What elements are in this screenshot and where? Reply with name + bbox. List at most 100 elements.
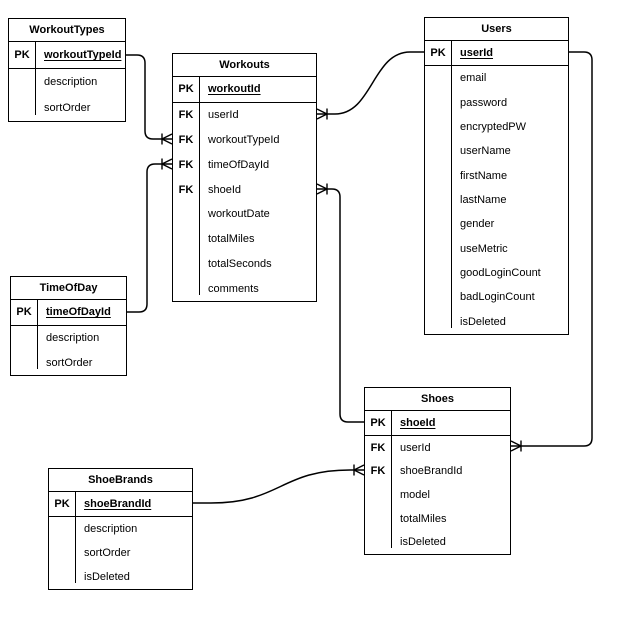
crow-foot-many-marker	[316, 108, 328, 120]
key-label: FK	[178, 133, 194, 146]
field-name: totalSeconds	[208, 257, 272, 270]
field-name: useMetric	[460, 242, 508, 255]
field-row-gender[interactable]: gender	[425, 212, 568, 236]
field-name: workoutDate	[208, 208, 270, 221]
field-name: sortOrder	[44, 102, 91, 114]
key-label: PK	[370, 416, 386, 429]
field-row-shoeId[interactable]: FK shoeId	[173, 177, 316, 202]
field-row-totalMiles[interactable]: totalMiles	[173, 227, 316, 252]
field-row-firstName[interactable]: firstName	[425, 164, 568, 188]
field-row-totalMiles[interactable]: totalMiles	[365, 507, 510, 531]
entity-title: Workouts	[173, 54, 316, 77]
field-row-workoutTypeId[interactable]: PK workoutTypeId	[9, 42, 125, 69]
field-row-sortOrder[interactable]: sortOrder	[11, 350, 126, 375]
key-label: FK	[370, 465, 386, 478]
field-row-shoeId[interactable]: PK shoeId	[365, 411, 510, 436]
field-row-totalSeconds[interactable]: totalSeconds	[173, 251, 316, 276]
key-column-divider	[199, 77, 200, 295]
field-name: timeOfDayId	[46, 306, 111, 319]
field-name: shoeId	[208, 183, 242, 196]
key-column-divider	[35, 42, 36, 115]
field-name: userId	[400, 441, 431, 454]
field-row-description[interactable]: description	[11, 326, 126, 351]
field-name: password	[460, 96, 508, 109]
relationship-shoes-workouts[interactable]	[317, 188, 364, 423]
field-name: userId	[208, 109, 239, 122]
field-row-description[interactable]: description	[9, 69, 125, 95]
field-row-useMetric[interactable]: useMetric	[425, 237, 568, 261]
field-row-sortOrder[interactable]: sortOrder	[49, 541, 192, 565]
field-row-lastName[interactable]: lastName	[425, 188, 568, 212]
field-name: gender	[460, 218, 495, 231]
field-row-description[interactable]: description	[49, 517, 192, 541]
key-label: FK	[178, 183, 194, 196]
field-name: model	[400, 488, 430, 501]
crow-foot-many-marker	[353, 464, 365, 476]
field-name: sortOrder	[46, 356, 93, 369]
field-row-workoutDate[interactable]: workoutDate	[173, 202, 316, 227]
field-name: shoeBrandId	[400, 465, 463, 478]
field-row-password[interactable]: password	[425, 91, 568, 115]
field-row-isDeleted[interactable]: isDeleted	[425, 310, 568, 334]
key-label: PK	[14, 49, 30, 61]
field-row-isDeleted[interactable]: isDeleted	[49, 565, 192, 589]
entity-title: Users	[425, 18, 568, 41]
entity-title: TimeOfDay	[11, 277, 126, 300]
key-label: PK	[178, 83, 194, 96]
entity-title: ShoeBrands	[49, 469, 192, 492]
field-name: sortOrder	[84, 547, 131, 559]
entity-title: WorkoutTypes	[9, 19, 125, 42]
field-name: shoeId	[400, 416, 436, 429]
key-label: FK	[178, 109, 194, 122]
field-name: userId	[460, 47, 494, 60]
relationship-timeofday-workouts[interactable]	[127, 163, 172, 313]
field-name: lastName	[460, 194, 507, 207]
field-row-encryptedPW[interactable]: encryptedPW	[425, 115, 568, 139]
field-name: encryptedPW	[460, 121, 527, 134]
field-name: badLoginCount	[460, 291, 535, 304]
field-name: workoutTypeId	[44, 49, 122, 61]
field-row-userId[interactable]: FK userId	[173, 103, 316, 128]
field-row-model[interactable]: model	[365, 483, 510, 507]
crow-foot-many-marker	[161, 158, 173, 170]
field-row-goodLoginCount[interactable]: goodLoginCount	[425, 261, 568, 285]
relationship-workouttypes-workouts[interactable]	[126, 54, 172, 140]
field-row-isDeleted[interactable]: isDeleted	[365, 530, 510, 554]
relationship-shoebrands-shoes[interactable]	[193, 469, 364, 504]
field-name: description	[84, 523, 138, 535]
field-name: isDeleted	[400, 536, 446, 549]
field-row-shoeBrandId[interactable]: FK shoeBrandId	[365, 459, 510, 483]
field-name: timeOfDayId	[208, 158, 270, 171]
field-row-email[interactable]: email	[425, 66, 568, 90]
field-row-badLoginCount[interactable]: badLoginCount	[425, 285, 568, 309]
field-name: goodLoginCount	[460, 267, 541, 280]
field-row-sortOrder[interactable]: sortOrder	[9, 95, 125, 121]
field-row-timeOfDayId[interactable]: FK timeOfDayId	[173, 152, 316, 177]
field-name: comments	[208, 282, 259, 295]
relationship-users-shoes[interactable]	[511, 51, 593, 447]
key-label: FK	[178, 158, 194, 171]
field-row-userName[interactable]: userName	[425, 139, 568, 163]
relationship-users-workouts[interactable]	[317, 51, 424, 115]
key-column-divider	[391, 411, 392, 548]
field-name: firstName	[460, 169, 508, 182]
field-row-comments[interactable]: comments	[173, 276, 316, 301]
